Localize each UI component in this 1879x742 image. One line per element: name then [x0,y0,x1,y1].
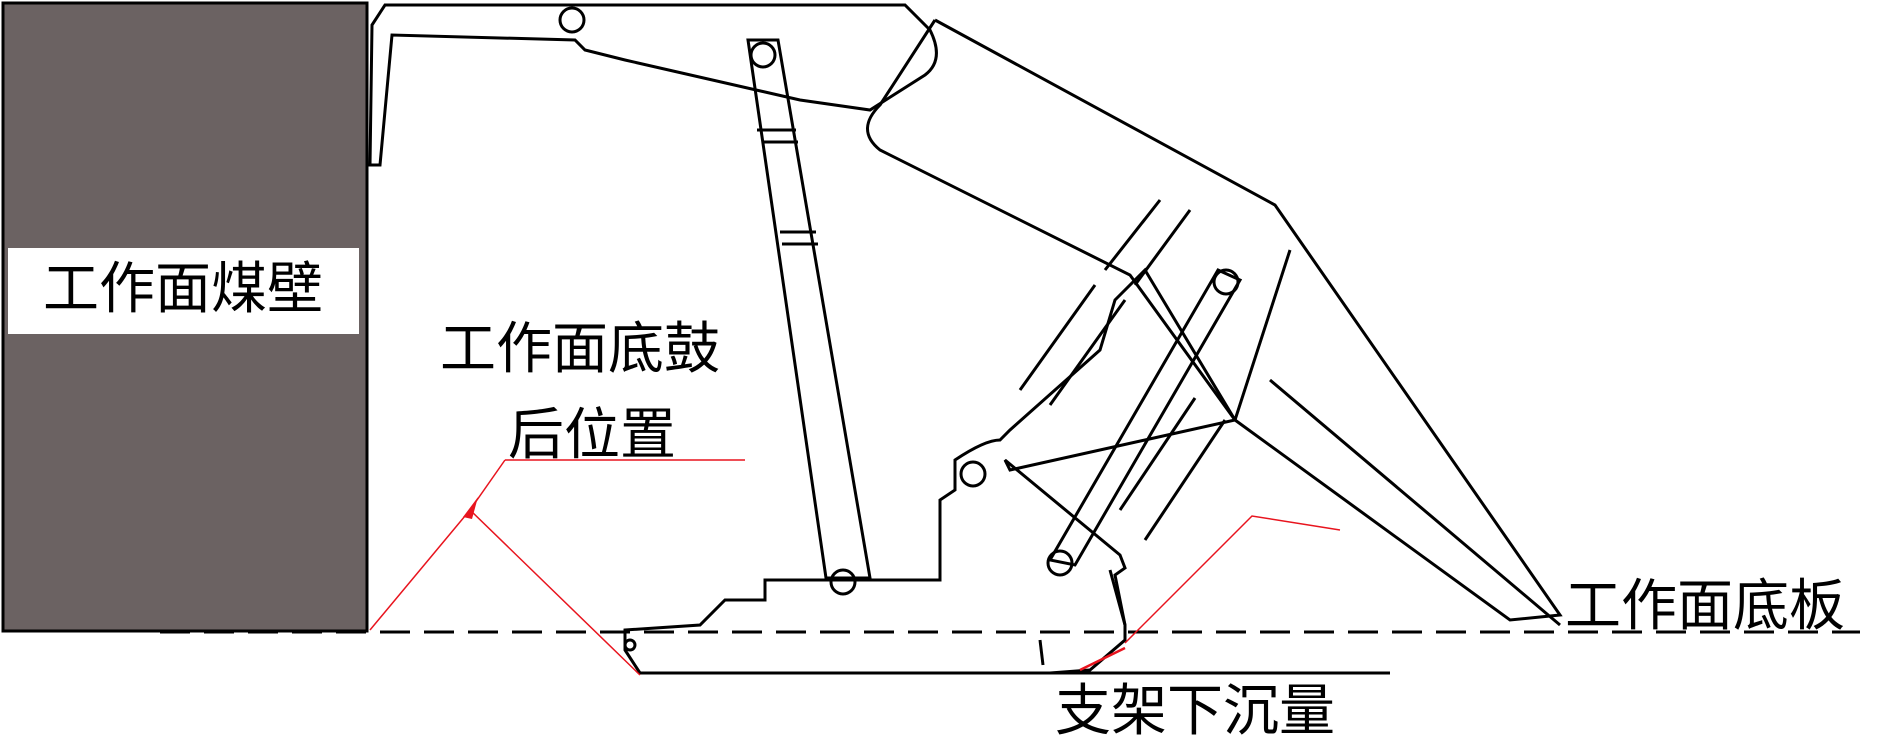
rear-rod-3 [1108,569,1127,626]
rear-rod-4 [1269,378,1561,627]
support-sinkage-label: 支架下沉量 [1055,679,1335,742]
rear-link-bottom-pin [1046,549,1074,577]
front-leg-top-pin [749,41,777,69]
rear-link [1047,268,1243,567]
coal-wall-label-box [8,248,359,334]
rear-leg-line-2 [1133,209,1192,286]
base-rear-pin [959,460,987,488]
canopy [368,3,938,167]
rear-leg-line-3 [1018,284,1097,391]
rear-leg-line-1 [1103,199,1162,271]
sinkage-mark [1079,646,1126,672]
front-leg [746,38,872,580]
rear-rod-2 [1118,397,1197,511]
working-floor-label: 工作面底板 [1565,574,1845,639]
sinkage-leader [1124,515,1341,644]
floor-heave-label-line1: 工作面底鼓 [440,317,720,382]
rear-rod-5 [1233,249,1292,421]
coal-wall-label: 工作面煤壁 [43,257,323,322]
floor-heave-arrow [463,497,478,519]
floor-heave-label-line2: 后位置 [508,403,676,468]
base-inner-mark [1038,639,1045,666]
base [623,267,1238,675]
rear-rod-1 [1143,419,1227,541]
front-leg-bottom-pin [829,568,857,596]
shield-beam [866,18,1563,622]
rear-link-top-pin [1212,268,1240,296]
rear-leg-line-4 [1048,299,1127,406]
base-front-pin [623,638,637,652]
floor-heave-leader [369,508,641,676]
canopy-pin [558,6,586,34]
